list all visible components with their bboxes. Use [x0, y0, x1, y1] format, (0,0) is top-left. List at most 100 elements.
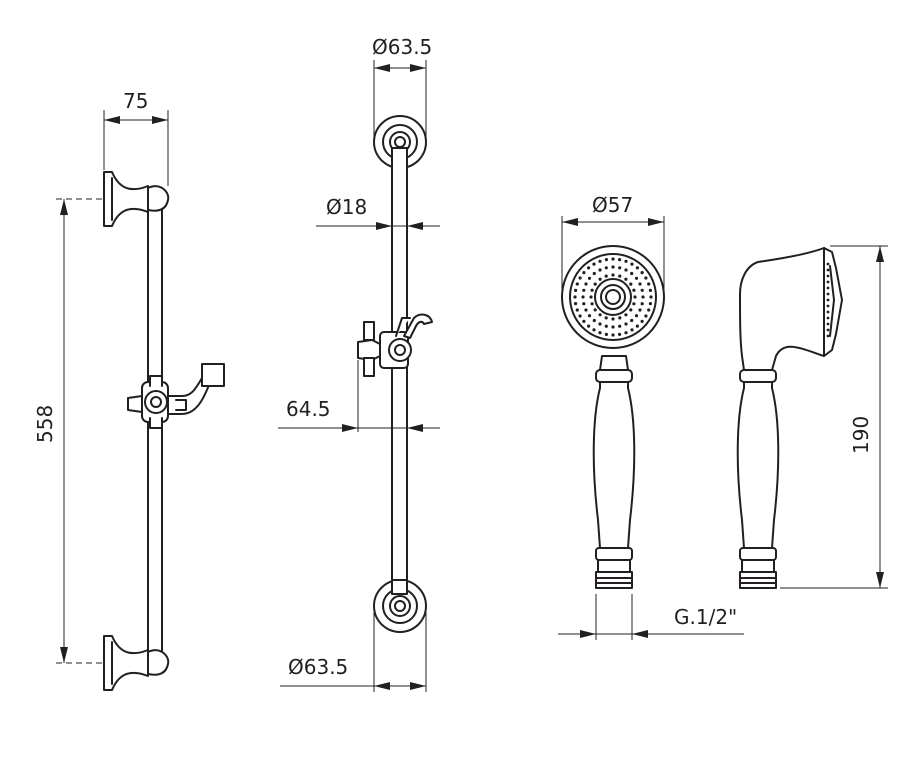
nozzle-dot [604, 316, 608, 320]
side-nozzle-dot [826, 322, 830, 326]
side-nozzle-dot [826, 274, 830, 278]
nozzle-dot [581, 295, 585, 299]
slider-assembly [127, 363, 225, 429]
nozzle-dot [592, 318, 596, 323]
nozzle-dot [618, 258, 622, 262]
nozzle-dot [575, 282, 579, 286]
nozzle-dot [598, 331, 602, 335]
nozzle-dot [624, 313, 628, 317]
nozzle-dot [632, 302, 636, 306]
dim-length-label: 190 [849, 416, 873, 454]
nozzle-ring [573, 257, 653, 337]
side-nozzle-dot [826, 334, 830, 338]
dim-slider-label: 64.5 [286, 397, 331, 421]
nozzle-dot [587, 266, 591, 270]
nozzle-dot [648, 288, 653, 292]
bottom-bracket [103, 635, 170, 691]
nozzle-dot [604, 332, 609, 336]
dim-bar-label: Ø18 [326, 195, 367, 219]
nozzle-dot [592, 271, 596, 276]
nozzle-dot [640, 319, 644, 323]
nozzle-dot [629, 282, 633, 286]
nozzle-dot [618, 316, 622, 320]
hand-shower-front: Ø57 G.1/2" [558, 193, 744, 640]
nozzle-dot [587, 314, 592, 318]
nozzle-dot [644, 276, 648, 280]
dim-bar: Ø18 [316, 195, 440, 230]
nozzle-dot [634, 314, 639, 318]
nozzle-dot [630, 318, 634, 323]
nozzle-dot [640, 288, 644, 292]
dim-slider: 64.5 [278, 360, 440, 432]
nozzle-dot [582, 302, 586, 306]
nozzle-dot [598, 259, 602, 263]
nozzle-dot [644, 314, 648, 318]
nozzle-dot [635, 266, 640, 270]
nozzle-dot [590, 288, 594, 292]
nozzle-dot [611, 257, 615, 261]
nozzle-dot [598, 313, 602, 317]
side-nozzle-dot [826, 292, 830, 296]
nozzle-dot [593, 308, 597, 312]
side-nozzle-dot [826, 268, 830, 272]
nozzle-dot [640, 271, 644, 275]
nozzle-dot [618, 274, 622, 278]
nozzle-dot [582, 288, 586, 292]
nozzle-dot [638, 282, 642, 286]
nozzle-dot [624, 259, 628, 263]
dim-head-label: Ø57 [592, 193, 633, 217]
side-nozzle-dot [826, 286, 830, 290]
side-nozzle-dot [826, 316, 830, 320]
dim-flange-bottom-label: Ø63.5 [288, 655, 348, 679]
side-nozzle-dot [826, 304, 830, 308]
nozzle-dot [584, 282, 588, 286]
top-bracket [103, 171, 170, 227]
nozzle-dot [574, 302, 578, 306]
rail-front-view: Ø63.5 Ø18 64.5 Ø63.5 [278, 35, 440, 692]
nozzle-dot [630, 262, 634, 266]
nozzle-dot [611, 265, 615, 269]
nozzle-dot [634, 276, 639, 280]
nozzle-dot [590, 302, 594, 306]
nozzle-dot [592, 262, 596, 266]
nozzle-dot [630, 271, 634, 276]
nozzle-dot [640, 302, 644, 306]
nozzle-dot [598, 277, 602, 281]
dim-75-label: 75 [123, 89, 148, 113]
side-nozzle-dot [826, 262, 830, 266]
nozzle-dot [582, 319, 586, 323]
nozzle-dot [598, 322, 602, 326]
nozzle-dot [647, 308, 651, 312]
rail-side-view: 75 558 [33, 89, 225, 691]
nozzle-dot [624, 277, 628, 281]
bottom-flange [373, 579, 427, 633]
side-nozzle-dot [826, 310, 830, 314]
front-slider [357, 313, 433, 377]
dim-thread: G.1/2" [558, 594, 744, 640]
nozzle-dot [618, 266, 622, 270]
dim-flange-top-label: Ø63.5 [372, 35, 432, 59]
nozzle-dot [641, 295, 645, 299]
dim-558: 558 [33, 198, 104, 664]
nozzle-dot [633, 295, 637, 299]
dim-head: Ø57 [561, 193, 665, 296]
nozzle-dot [630, 328, 634, 332]
nozzle-dot [624, 331, 628, 335]
side-nozzle-dot [826, 298, 830, 302]
nozzle-dot [573, 295, 577, 299]
nozzle-dot [584, 308, 588, 312]
nozzle-dot [611, 273, 615, 277]
dim-length: 190 [780, 245, 888, 589]
nozzle-dot [604, 274, 608, 278]
nozzle-dot [604, 266, 608, 270]
nozzle-dot [624, 322, 628, 326]
dim-thread-label: G.1/2" [674, 605, 737, 629]
dim-flange-top: Ø63.5 [372, 35, 432, 142]
hand-shower-side: 190 [736, 245, 888, 589]
nozzle-dot [629, 308, 633, 312]
side-nozzles [826, 262, 830, 338]
nozzle-dot [624, 268, 628, 272]
nozzle-dot [618, 332, 622, 336]
nozzle-dot [611, 317, 615, 321]
nozzle-dot [648, 302, 653, 306]
